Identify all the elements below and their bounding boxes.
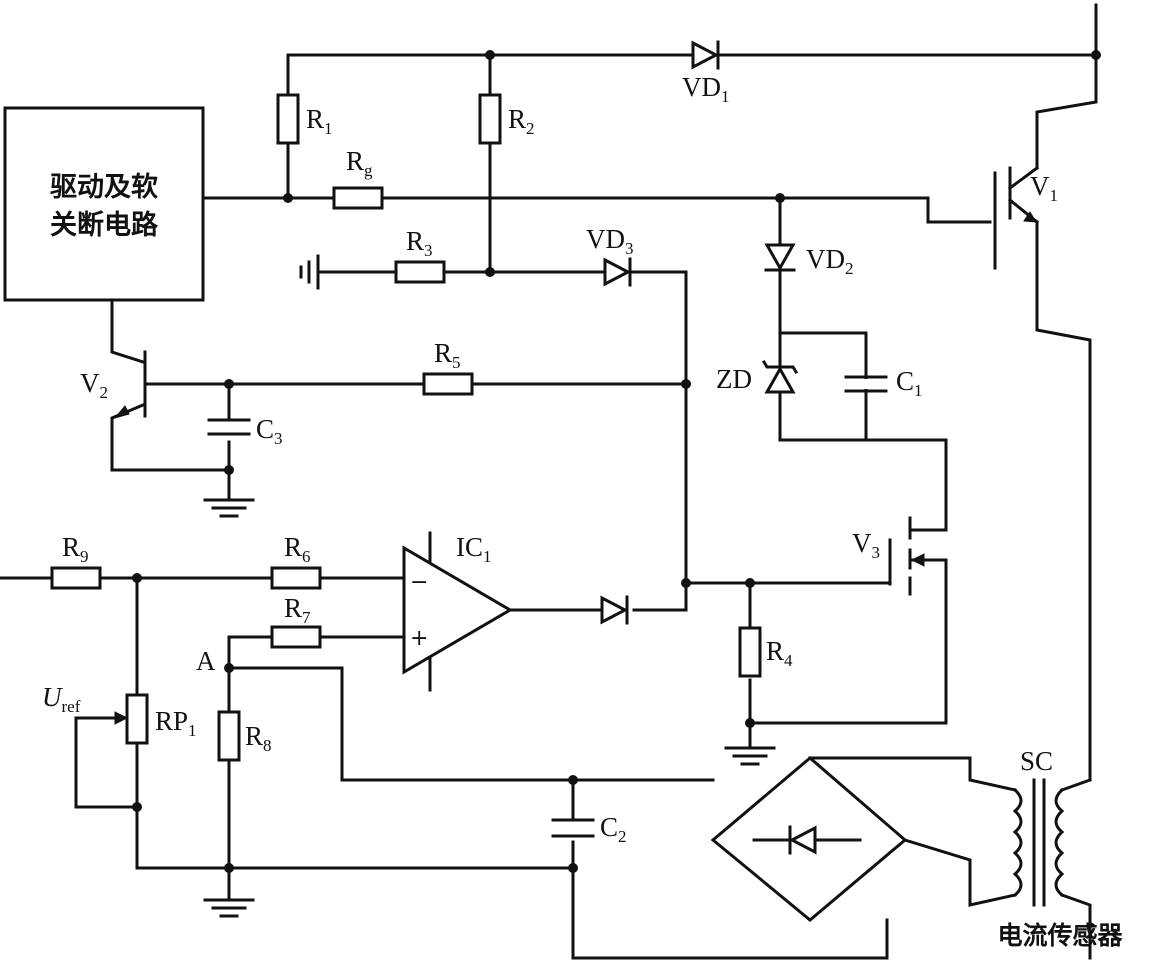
opamp-ic1 — [402, 531, 513, 692]
resistor-rg — [332, 186, 384, 210]
resistor-r7 — [270, 625, 322, 649]
label-ic1: IC1 — [456, 532, 492, 566]
label-r8: R8 — [245, 721, 272, 755]
label-uref: Uref — [42, 682, 81, 716]
resistor-r9 — [50, 566, 102, 590]
label-rp1: RP1 — [155, 706, 197, 740]
label-r1: R1 — [306, 104, 333, 138]
ground-r8 — [203, 898, 255, 918]
resistor-r1 — [276, 93, 300, 145]
label-vd3: VD3 — [586, 224, 634, 258]
label-r9: R9 — [62, 532, 89, 566]
driver-block — [3, 106, 205, 302]
current-sensor-sc — [1012, 778, 1065, 907]
capacitor-c1 — [844, 375, 888, 393]
igbt-v1 — [993, 165, 1040, 270]
diode-ic1-output — [600, 595, 629, 625]
junction-dots — [132, 50, 1101, 873]
diode-vd2 — [764, 243, 796, 272]
label-v3: V3 — [852, 528, 880, 562]
label-rg: Rg — [346, 146, 373, 180]
label-r6: R6 — [284, 532, 311, 566]
opamp-minus-sign: − — [410, 570, 428, 595]
label-r3: R3 — [406, 226, 433, 260]
mosfet-v3 — [888, 516, 948, 596]
resistor-r5 — [422, 372, 474, 396]
driver-label-line2: 关断电路 — [50, 209, 159, 241]
label-node-a: A — [196, 646, 216, 676]
resistor-r8 — [217, 710, 241, 762]
diode-vd3 — [603, 257, 632, 287]
resistor-r4 — [738, 626, 762, 678]
label-sc: SC — [1020, 746, 1053, 776]
resistor-r2 — [478, 93, 502, 145]
label-r5: R5 — [434, 338, 461, 372]
label-v2: V2 — [80, 368, 108, 402]
bridge-rectifier — [710, 756, 908, 922]
potentiometer-rp1 — [125, 693, 149, 745]
current-sensor-label: 电流传感器 — [997, 921, 1123, 950]
transistor-v2 — [113, 350, 147, 419]
rp1-wiper-arrow-head — [114, 711, 129, 725]
label-vd1: VD1 — [682, 72, 730, 106]
label-vd2: VD2 — [806, 244, 854, 278]
driver-label-line1: 驱动及软 — [50, 172, 158, 203]
opamp-plus-sign: + — [410, 626, 428, 651]
diode-vd1 — [691, 40, 720, 70]
ground-r4 — [724, 746, 776, 766]
label-c3: C3 — [256, 414, 283, 448]
capacitor-c2 — [551, 818, 595, 838]
label-zd: ZD — [716, 364, 752, 394]
ground-c3 — [203, 498, 255, 518]
label-r4: R4 — [766, 636, 793, 670]
zener-zd — [761, 359, 799, 394]
capacitor-c3 — [207, 418, 251, 436]
label-r2: R2 — [508, 104, 535, 138]
label-r7: R7 — [284, 593, 311, 627]
resistor-r3 — [394, 260, 446, 284]
label-c2: C2 — [600, 812, 627, 846]
label-v1: V1 — [1030, 171, 1058, 205]
resistor-r6 — [270, 566, 322, 590]
label-c1: C1 — [896, 366, 923, 400]
ground-r3 — [299, 254, 320, 290]
